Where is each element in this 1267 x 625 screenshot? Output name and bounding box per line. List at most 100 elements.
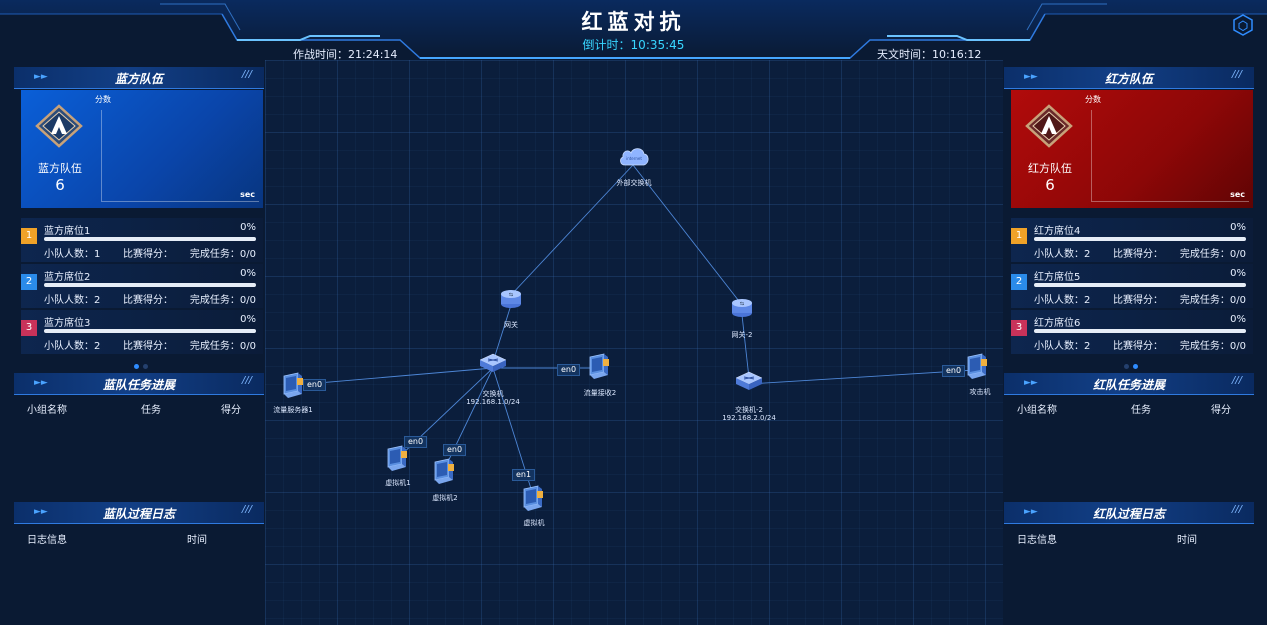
seat-progress-bar: [1034, 237, 1246, 241]
interface-tag: en0: [942, 365, 966, 377]
col-score: 得分: [1211, 405, 1231, 416]
chart-unit-label: sec: [1230, 190, 1245, 199]
node-label: 攻击机: [969, 388, 991, 396]
rank-badge: 3: [21, 320, 37, 336]
seat-row[interactable]: 3 红方席位6 0% 小队人数：2 比赛得分： 完成任务：0/0: [1011, 310, 1253, 354]
seat-row[interactable]: 2 红方席位5 0% 小队人数：2 比赛得分： 完成任务：0/0: [1011, 264, 1253, 308]
seat-points: 比赛得分：: [123, 341, 173, 352]
score-chart-label: 分数: [95, 95, 111, 104]
seat-progress-text: 0%: [1230, 268, 1246, 279]
computer-icon[interactable]: [967, 353, 988, 380]
link-gateway2-switch2: [741, 314, 750, 379]
blue-page-dots[interactable]: [134, 361, 154, 369]
computer-icon[interactable]: [387, 445, 408, 472]
node-label: 网关-2: [731, 331, 753, 339]
seat-name: 蓝方席位1: [44, 226, 91, 237]
switch-icon[interactable]: [479, 353, 507, 373]
seat-points: 比赛得分：: [1113, 249, 1163, 260]
arrow-icon: ►►: [1024, 72, 1038, 82]
stripes-icon: ///: [241, 504, 252, 515]
link-cloud-gateway1: [510, 164, 634, 296]
node-subnet: 192.168.1.0/24: [466, 398, 520, 406]
col-group-name: 小组名称: [27, 405, 67, 416]
seat-row[interactable]: 1 蓝方席位1 0% 小队人数：1 比赛得分： 完成任务：0/0: [21, 218, 263, 262]
link-switch1-server1: [294, 367, 494, 386]
red-page-dots[interactable]: [1124, 361, 1144, 369]
hexagon-icon[interactable]: [1233, 14, 1253, 36]
stripes-icon: ///: [1231, 69, 1242, 80]
col-score: 得分: [221, 405, 241, 416]
seat-members: 小队人数：2: [1034, 295, 1091, 306]
seat-members: 小队人数：2: [1034, 249, 1091, 260]
rank-badge: 3: [1011, 320, 1027, 336]
blue-score-chart: sec: [101, 110, 259, 202]
blue-team-score: 6: [55, 176, 65, 194]
page-dot[interactable]: [1124, 364, 1129, 369]
col-task: 任务: [1131, 405, 1151, 416]
computer-icon[interactable]: [523, 485, 544, 512]
seat-points: 比赛得分：: [123, 249, 173, 260]
red-team-score: 6: [1045, 176, 1055, 194]
stripes-icon: ///: [1231, 504, 1242, 515]
node-label: 外部交换机: [616, 179, 652, 187]
link-cloud-gateway2: [632, 164, 743, 306]
chart-unit-label: sec: [240, 190, 255, 199]
blue-log-panel-title: ►► 蓝队过程日志 ///: [14, 502, 264, 524]
stripes-icon: ///: [241, 69, 252, 80]
seat-progress-text: 0%: [240, 268, 256, 279]
seat-points: 比赛得分：: [1113, 295, 1163, 306]
switch-icon[interactable]: [735, 371, 763, 391]
header-frame: [0, 0, 1267, 60]
col-log-time: 时间: [187, 535, 207, 546]
stripes-icon: ///: [1231, 375, 1242, 386]
arrow-icon: ►►: [34, 72, 48, 82]
score-chart-label: 分数: [1085, 95, 1101, 104]
rank-badge: 1: [21, 228, 37, 244]
seat-progress-bar: [44, 329, 256, 333]
blue-task-panel-title: ►► 蓝队任务进展 ///: [14, 373, 264, 395]
seat-row[interactable]: 3 蓝方席位3 0% 小队人数：2 比赛得分： 完成任务：0/0: [21, 310, 263, 354]
router-icon[interactable]: [732, 299, 752, 317]
node-label: 虚拟机2: [432, 494, 458, 502]
seat-members: 小队人数：1: [44, 249, 101, 260]
seat-tasks: 完成任务：0/0: [189, 249, 256, 260]
arrow-icon: ►►: [34, 378, 48, 388]
node-label: 网关: [504, 321, 518, 329]
seat-members: 小队人数：2: [44, 295, 101, 306]
col-log-info: 日志信息: [27, 535, 67, 546]
red-score-chart: sec: [1091, 110, 1249, 202]
seat-name: 蓝方席位3: [44, 318, 91, 329]
seat-progress-bar: [1034, 329, 1246, 333]
seat-name: 红方席位4: [1034, 226, 1081, 237]
seat-progress-bar: [44, 237, 256, 241]
seat-tasks: 完成任务：0/0: [1179, 249, 1246, 260]
cloud-icon[interactable]: [620, 148, 649, 166]
seat-name: 红方席位5: [1034, 272, 1081, 283]
seat-progress-bar: [1034, 283, 1246, 287]
col-task: 任务: [141, 405, 161, 416]
seat-row[interactable]: 1 红方席位4 0% 小队人数：2 比赛得分： 完成任务：0/0: [1011, 218, 1253, 262]
battle-time: 作战时间：21:24:14: [293, 48, 398, 61]
seat-name: 红方席位6: [1034, 318, 1081, 329]
link-gateway1-switch1: [492, 304, 512, 363]
interface-tag: en0: [303, 379, 327, 391]
arrow-icon: ►►: [1024, 378, 1038, 388]
seat-row[interactable]: 2 蓝方席位2 0% 小队人数：2 比赛得分： 完成任务：0/0: [21, 264, 263, 308]
blue-seat-list: 1 蓝方席位1 0% 小队人数：1 比赛得分： 完成任务：0/0 2 蓝方席位2…: [21, 218, 263, 356]
node-label: 流量接收2: [583, 389, 617, 397]
page-dot[interactable]: [1133, 364, 1138, 369]
page-dot[interactable]: [143, 364, 148, 369]
seat-progress-text: 0%: [240, 222, 256, 233]
computer-icon[interactable]: [283, 372, 304, 399]
computer-icon[interactable]: [434, 458, 455, 485]
page-dot[interactable]: [134, 364, 139, 369]
node-label: 流量服务器1: [273, 406, 313, 414]
rank-badge: 2: [1011, 274, 1027, 290]
router-icon[interactable]: [501, 290, 521, 308]
interface-tag: en0: [404, 436, 428, 448]
node-subnet: 192.168.2.0/24: [722, 414, 776, 422]
node-label: 交换机: [482, 390, 504, 398]
seat-progress-text: 0%: [1230, 314, 1246, 325]
computer-icon[interactable]: [589, 353, 610, 380]
